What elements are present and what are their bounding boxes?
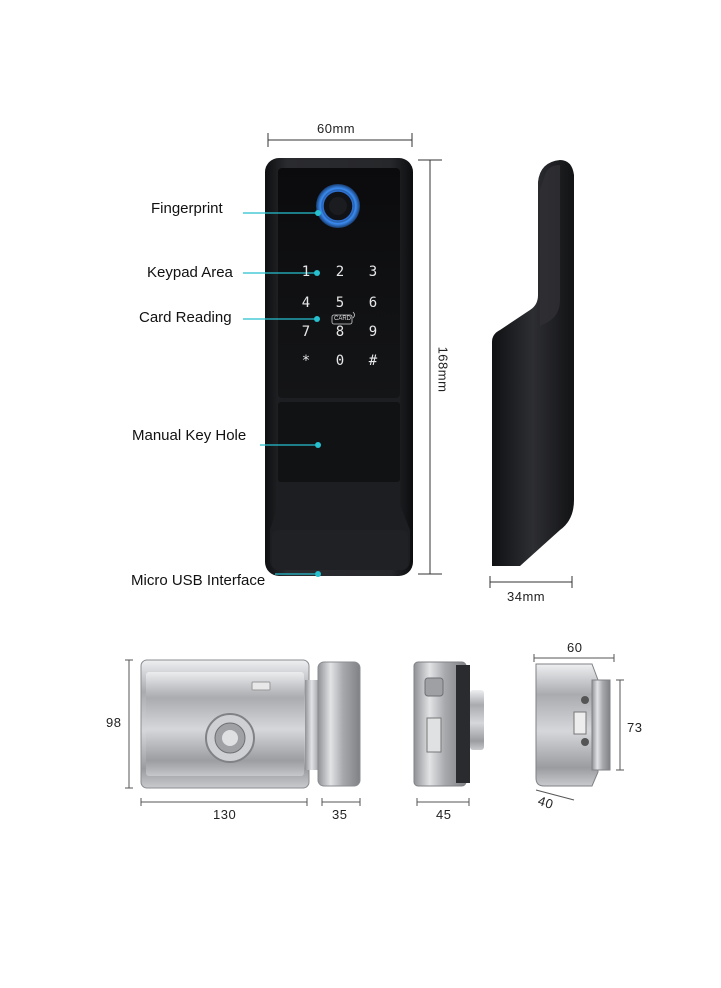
callout-micro-usb: Micro USB Interface bbox=[131, 572, 266, 589]
key-8[interactable]: 8 bbox=[335, 324, 345, 340]
dim-35: 35 bbox=[332, 807, 348, 822]
key-5[interactable]: 5 bbox=[335, 295, 345, 311]
depth-dimension-line bbox=[489, 576, 573, 588]
key-3[interactable]: 3 bbox=[368, 264, 378, 280]
dim-168mm: 168mm bbox=[435, 346, 451, 393]
strike-bracket bbox=[535, 663, 611, 787]
callout-fingerprint: Fingerprint bbox=[151, 200, 223, 217]
dim-60mm: 60mm bbox=[317, 121, 356, 136]
side-width-dimension-line bbox=[416, 798, 470, 806]
dim-60: 60 bbox=[567, 640, 583, 655]
side-profile-body bbox=[492, 160, 574, 566]
rim-lock-dimension-lines bbox=[125, 659, 361, 806]
dim-98: 98 bbox=[106, 715, 122, 730]
dim-45: 45 bbox=[436, 807, 452, 822]
fingerprint-sensor-icon bbox=[316, 184, 360, 228]
key-1[interactable]: 1 bbox=[301, 264, 311, 280]
callout-lines bbox=[243, 212, 318, 575]
dim-130: 130 bbox=[213, 807, 237, 822]
key-6[interactable]: 6 bbox=[368, 295, 378, 311]
key-0[interactable]: 0 bbox=[335, 353, 345, 369]
rim-lock-front bbox=[140, 659, 361, 789]
key-2[interactable]: 2 bbox=[335, 264, 345, 280]
front-lock-body bbox=[265, 158, 413, 576]
key-star[interactable]: * bbox=[301, 353, 311, 369]
callout-dots bbox=[314, 210, 321, 577]
card-reader-icon bbox=[331, 311, 355, 325]
height-dimension-line bbox=[418, 159, 442, 575]
callout-card-reading: Card Reading bbox=[139, 309, 232, 326]
rim-lock-side bbox=[413, 661, 484, 787]
width-dimension-line bbox=[267, 133, 413, 147]
dim-73: 73 bbox=[627, 720, 643, 735]
card-badge-label: CARD bbox=[333, 316, 351, 322]
key-hash[interactable]: # bbox=[368, 353, 378, 369]
callout-manual-key-hole: Manual Key Hole bbox=[132, 427, 247, 444]
dim-34mm: 34mm bbox=[507, 589, 546, 604]
key-7[interactable]: 7 bbox=[301, 324, 311, 340]
key-4[interactable]: 4 bbox=[301, 295, 311, 311]
bracket-dimension-lines bbox=[533, 654, 624, 801]
callout-keypad-area: Keypad Area bbox=[147, 264, 233, 281]
key-9[interactable]: 9 bbox=[368, 324, 378, 340]
